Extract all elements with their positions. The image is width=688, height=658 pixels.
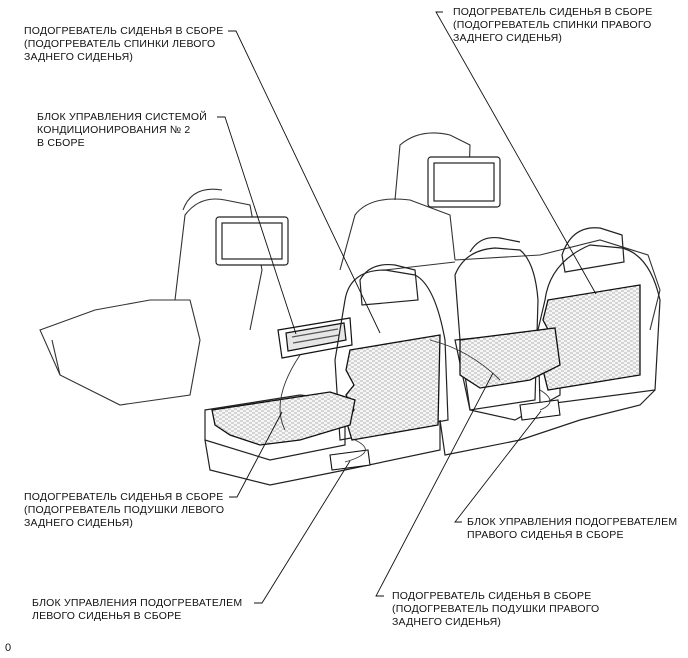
label-right-heater-control: БЛОК УПРАВЛЕНИЯ ПОДОГРЕВАТЕЛЕМ ПРАВОГО С… xyxy=(467,516,678,541)
ac-control-unit xyxy=(277,317,353,359)
figure-number: 0 xyxy=(5,642,12,654)
leader-lines xyxy=(217,11,597,604)
label-ac-control-unit: БЛОК УПРАВЛЕНИЯ СИСТЕМОЙ КОНДИЦИОНИРОВАН… xyxy=(37,111,207,149)
label-right-cushion-heater: ПОДОГРЕВАТЕЛЬ СИДЕНЬЯ В СБОРЕ (ПОДОГРЕВА… xyxy=(392,590,600,628)
label-left-backrest-heater: ПОДОГРЕВАТЕЛЬ СИДЕНЬЯ В СБОРЕ (ПОДОГРЕВА… xyxy=(24,25,224,63)
label-right-backrest-heater: ПОДОГРЕВАТЕЛЬ СИДЕНЬЯ В СБОРЕ (ПОДОГРЕВА… xyxy=(453,6,653,44)
label-left-heater-control: БЛОК УПРАВЛЕНИЯ ПОДОГРЕВАТЕЛЕМ ЛЕВОГО СИ… xyxy=(32,597,243,622)
headrest-monitors xyxy=(215,156,501,266)
heater-mats xyxy=(211,284,641,446)
label-left-cushion-heater: ПОДОГРЕВАТЕЛЬ СИДЕНЬЯ В СБОРЕ (ПОДОГРЕВА… xyxy=(24,491,225,529)
wiring xyxy=(279,339,551,463)
